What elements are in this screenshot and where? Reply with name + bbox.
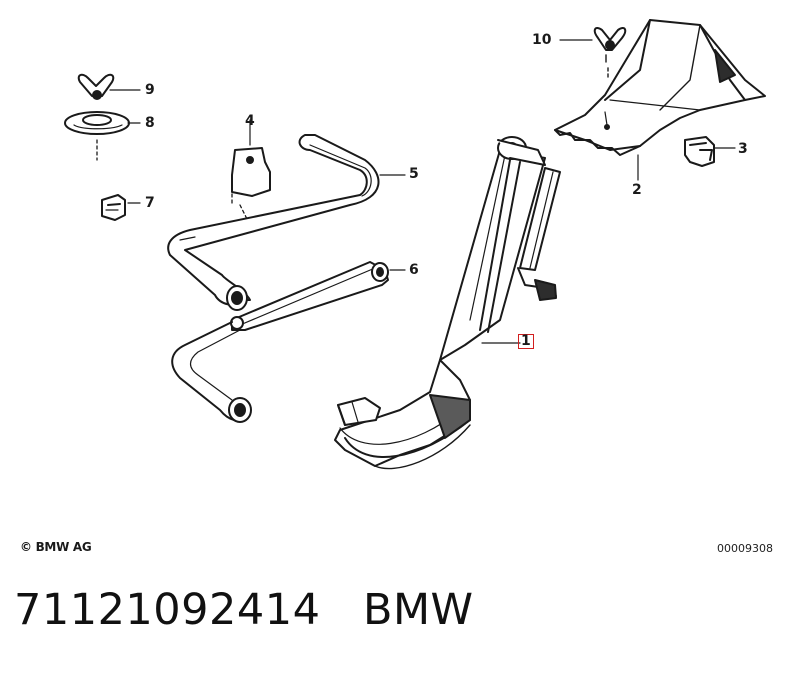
callout-8[interactable]: 8 (145, 115, 155, 131)
clip (684, 136, 736, 167)
callout-1[interactable]: 1 (518, 334, 534, 349)
bracket (231, 119, 271, 226)
callout-3[interactable]: 3 (738, 141, 748, 157)
wrench-lower (171, 261, 406, 423)
wing-nut (77, 73, 141, 100)
callout-10[interactable]: 10 (532, 32, 552, 48)
wing-nut-top (559, 27, 627, 79)
wrench-upper (167, 134, 406, 311)
drawing-number: 00009308 (717, 542, 773, 555)
washer (64, 111, 141, 161)
clip-nut (101, 194, 141, 221)
part-number: 71121092414 (14, 585, 321, 635)
footer-gap (320, 585, 363, 635)
jack-holder (554, 19, 766, 181)
callout-9[interactable]: 9 (145, 82, 155, 98)
callout-4[interactable]: 4 (245, 113, 255, 129)
callout-5[interactable]: 5 (409, 166, 419, 182)
jack (334, 136, 561, 470)
callout-7[interactable]: 7 (145, 195, 155, 211)
callout-6[interactable]: 6 (409, 262, 419, 278)
copyright-notice: © BMW AG (20, 540, 92, 554)
footer-part-label: 71121092414 BMW (14, 585, 474, 635)
callout-2[interactable]: 2 (632, 182, 642, 198)
brand-name: BMW (362, 585, 474, 635)
